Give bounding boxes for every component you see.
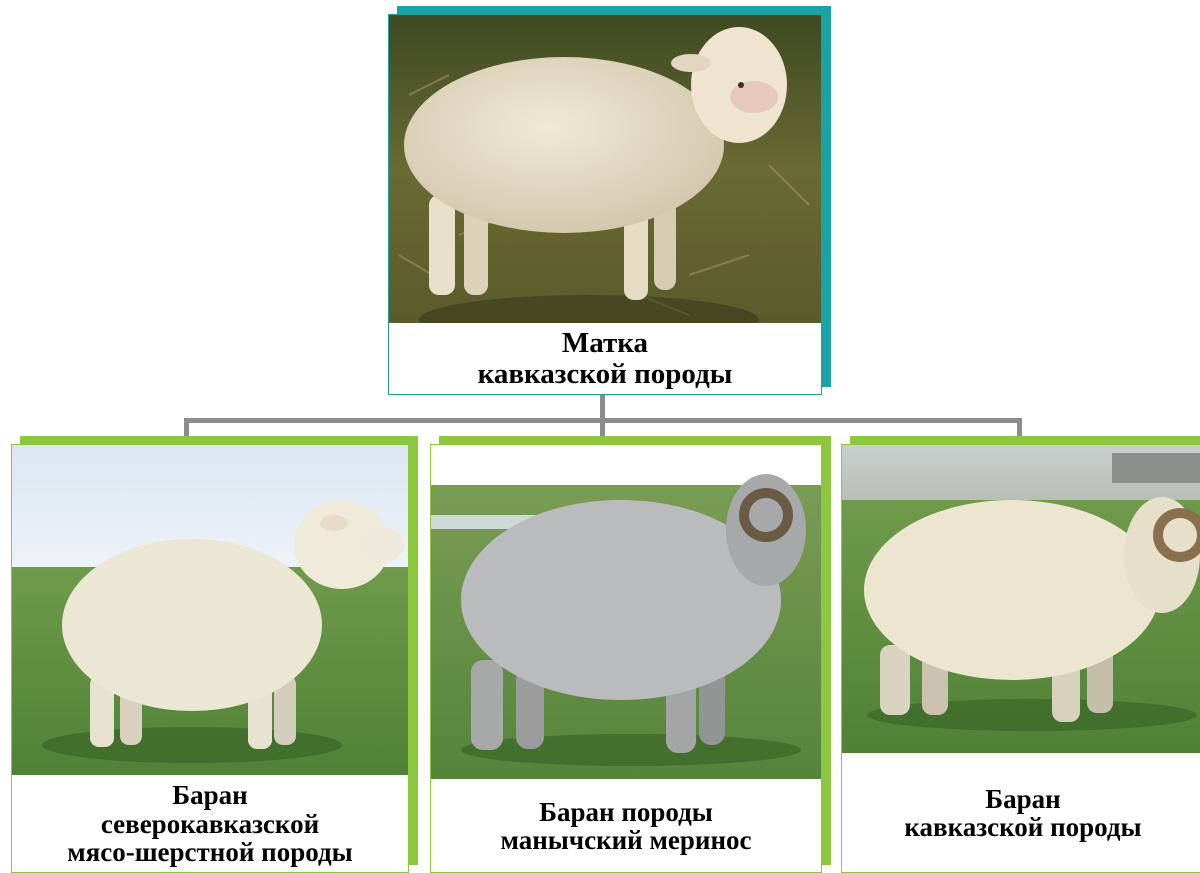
root-card-ewe: Матка кавказской породы	[388, 14, 822, 395]
child-card-north-caucasian-ram: Баран северокавказской мясо-шерстной пор…	[11, 444, 409, 873]
child-3-caption-line1: Баран	[985, 785, 1060, 813]
manych-merino-ram-photo	[431, 445, 821, 779]
child-1-caption-line1: Баран	[172, 781, 247, 809]
ewe-photo	[389, 15, 821, 323]
child-2-caption-line1: Баран породы	[539, 798, 713, 826]
child-1-caption-line2: северокавказской	[101, 810, 319, 838]
child-card-manych-merino-ram: Баран породы манычский меринос	[430, 444, 822, 873]
child-1-caption-line3: мясо-шерстной породы	[67, 838, 352, 866]
child-card-caucasian-ram: Баран кавказской породы	[841, 444, 1200, 873]
caucasian-ram-photo	[842, 445, 1200, 753]
connector-left-drop	[184, 418, 189, 440]
child-1-caption: Баран северокавказской мясо-шерстной пор…	[12, 776, 408, 872]
child-2-caption-line2: манычский меринос	[501, 826, 752, 854]
connector-right-drop	[1017, 418, 1022, 440]
root-caption: Матка кавказской породы	[389, 323, 821, 394]
child-3-caption: Баран кавказской породы	[842, 754, 1200, 872]
root-caption-line2: кавказской породы	[478, 359, 733, 389]
north-caucasian-ram-photo	[12, 445, 408, 775]
connector-middle-drop	[600, 418, 605, 440]
child-2-caption: Баран породы манычский меринос	[431, 780, 821, 872]
child-3-caption-line2: кавказской породы	[904, 813, 1141, 841]
root-caption-line1: Матка	[562, 328, 648, 358]
